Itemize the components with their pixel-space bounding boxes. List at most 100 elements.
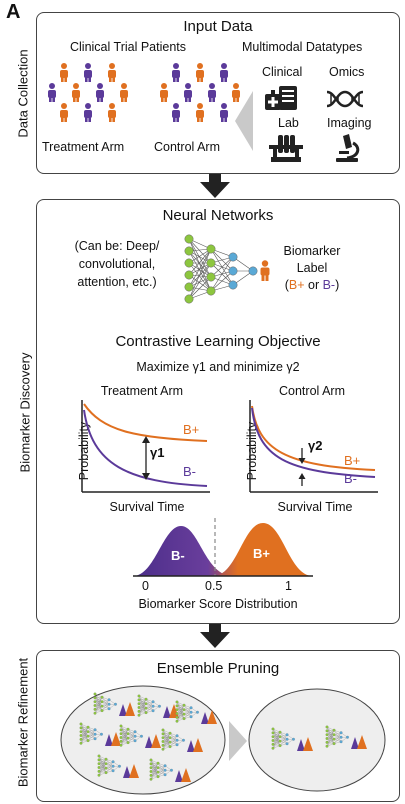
- dist-xlabel: Biomarker Score Distribution: [138, 597, 298, 611]
- nn-description-line3: attention, etc.): [77, 275, 157, 289]
- biomarker-label-line2: Label: [296, 261, 328, 275]
- multimodal-datatypes-title: Multimodal Datatypes: [242, 40, 363, 54]
- nn-node: [93, 696, 97, 700]
- patient-icon: [84, 103, 92, 122]
- nn-node: [126, 732, 130, 736]
- nn-node: [278, 735, 282, 739]
- treatment-bplus-label: B+: [183, 422, 200, 437]
- nn-node: [149, 777, 153, 781]
- nn-node: [100, 695, 104, 699]
- control-bplus-label: B+: [344, 453, 361, 468]
- nn-node: [170, 768, 173, 772]
- nn-node: [184, 282, 194, 292]
- control-arm-people-icon: [160, 63, 240, 122]
- nn-description-line1: (Can be: Deep/: [74, 239, 160, 253]
- nn-node: [161, 740, 165, 743]
- nn-node: [163, 773, 167, 777]
- nn-node: [228, 252, 238, 262]
- side-label-biomarker-discovery: Biomarker Discovery: [17, 352, 33, 473]
- nn-node: [271, 727, 275, 731]
- dist-bplus-label: B+: [253, 546, 270, 561]
- treatment-bminus-label: B-: [183, 464, 196, 479]
- nn-node: [156, 775, 160, 779]
- nn-node: [137, 706, 141, 709]
- patient-icon: [96, 83, 104, 102]
- patient-icon: [196, 103, 204, 122]
- nn-node: [175, 743, 179, 747]
- nn-node: [100, 700, 104, 704]
- nn-node: [206, 244, 216, 254]
- nn-node: [93, 700, 97, 704]
- control-bminus-label: B-: [344, 471, 357, 486]
- nn-node: [228, 280, 238, 290]
- nn-node: [168, 745, 172, 749]
- input-data-panel: Input Data Clinical Trial Patients Multi…: [36, 12, 400, 174]
- nn-description-line2: convolutional,: [78, 257, 156, 271]
- nn-node: [151, 700, 155, 704]
- nn-node: [149, 758, 153, 762]
- nn-node: [182, 703, 186, 707]
- nn-node: [104, 762, 108, 766]
- patient-icon: [208, 83, 216, 102]
- nn-node: [133, 739, 137, 743]
- nn-node: [79, 726, 83, 730]
- nn-node: [184, 258, 194, 268]
- nn-node: [97, 762, 101, 766]
- patient-icon: [220, 63, 228, 82]
- nn-node: [325, 733, 329, 737]
- nn-node: [126, 741, 130, 745]
- nn-node: [196, 710, 199, 714]
- treatment-bminus-curve: [83, 409, 208, 487]
- nn-node: [339, 735, 343, 739]
- nn-node: [168, 731, 172, 735]
- patient-icon: [172, 103, 180, 122]
- nn-node: [161, 736, 165, 740]
- nn-node: [140, 734, 143, 738]
- nn-node: [206, 258, 216, 268]
- pruning-chevron-icon: [229, 721, 247, 761]
- treatment-arm-label: Treatment Arm: [42, 140, 125, 154]
- nn-node: [206, 272, 216, 282]
- full-ensemble-ellipse: [60, 685, 226, 795]
- nn-node: [119, 739, 123, 743]
- nn-node: [161, 743, 165, 747]
- nn-node: [79, 734, 83, 737]
- nn-node: [144, 706, 148, 710]
- nn-node: [332, 742, 336, 746]
- nn-node: [118, 764, 121, 768]
- bminus-distribution: [133, 526, 233, 576]
- contrastive-objective-title: Contrastive Learning Objective: [115, 333, 321, 350]
- control-arm-label: Control Arm: [154, 140, 220, 154]
- nn-node: [175, 719, 179, 723]
- datatype-omics-label: Omics: [329, 65, 365, 79]
- nn-node: [175, 708, 179, 712]
- nn-node: [175, 700, 179, 704]
- nn-node: [175, 738, 179, 742]
- nn-node: [86, 725, 90, 729]
- nn-node: [325, 744, 329, 748]
- side-label-biomarker-refinement: Biomarker Refinement: [15, 657, 31, 788]
- nn-node: [137, 713, 141, 717]
- nn-node: [119, 736, 123, 739]
- patient-icon: [232, 83, 240, 102]
- nn-node: [325, 740, 329, 744]
- nn-node: [175, 704, 179, 708]
- neural-network-icon: [184, 234, 258, 304]
- treatment-arm-plot-title: Treatment Arm: [100, 384, 184, 398]
- nn-node: [271, 731, 275, 735]
- nn-node: [161, 747, 165, 751]
- nn-node: [278, 744, 282, 748]
- nn-node: [156, 770, 160, 774]
- patient-icon: [84, 63, 92, 82]
- patient-icon: [196, 63, 204, 82]
- patient-icon: [220, 103, 228, 122]
- nn-node: [97, 766, 101, 769]
- nn-node: [126, 736, 130, 740]
- paren-close: ): [335, 278, 340, 292]
- nn-node: [163, 768, 167, 772]
- nn-node: [149, 762, 153, 766]
- lab-test-tubes-icon: [269, 135, 303, 162]
- nn-node: [137, 694, 141, 698]
- patient-icon: [60, 103, 68, 122]
- patient-icon: [108, 103, 116, 122]
